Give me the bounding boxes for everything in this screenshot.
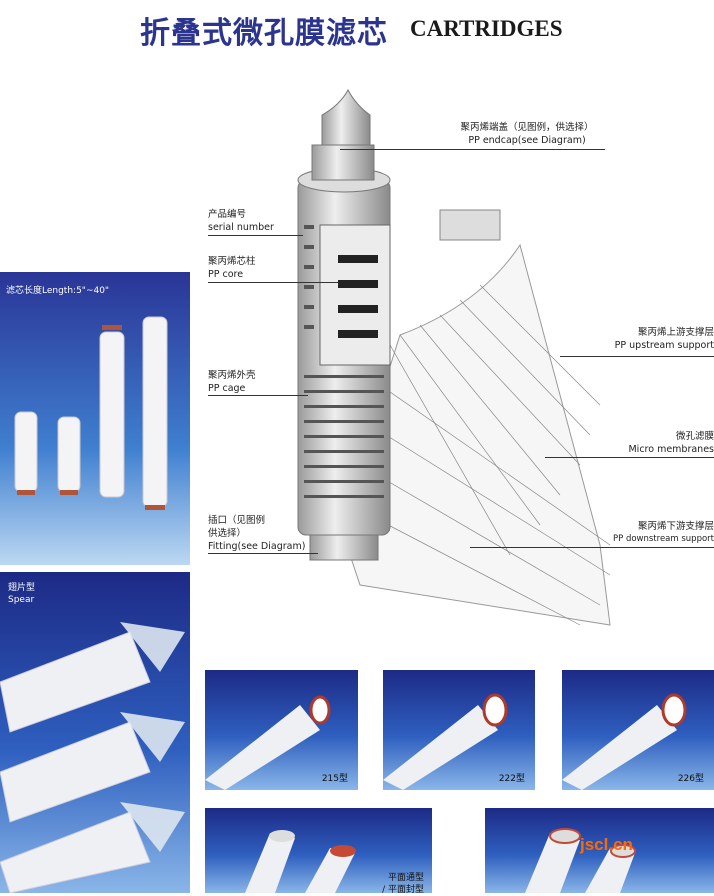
leader-line (208, 553, 318, 554)
leader-line (208, 395, 308, 396)
label-core-en: PP core (208, 269, 244, 280)
cartridge-215-photo (205, 695, 331, 790)
label-downstream-en: PP downstream support (612, 534, 714, 544)
title-english: CARTRIDGES (410, 16, 563, 41)
label-downstream-cn: 聚丙烯下游支撑层 (637, 521, 714, 532)
label-endcap-cn: 聚丙烯端盖（见图例，供选择） (460, 122, 594, 133)
label-serial: 产品编号 serial number (208, 208, 274, 234)
photo-flat: 平面通型 / 平面封型 (205, 808, 432, 896)
photo-double-oring: jscl.cn (485, 808, 714, 893)
length-photo-panel: 滤芯长度Length:5"~40" (0, 272, 190, 565)
label-core-cn: 聚丙烯芯柱 (208, 256, 256, 267)
flat-caption-2: / 平面封型 (382, 885, 424, 895)
label-serial-en: serial number (208, 222, 274, 233)
photo-226: 226型 (562, 670, 714, 790)
label-membrane: 微孔滤膜 Micro membranes (560, 430, 714, 456)
label-fitting-en: Fitting(see Diagram) (208, 541, 306, 552)
label-cage: 聚丙烯外壳 PP cage (208, 369, 256, 395)
label-cage-cn: 聚丙烯外壳 (208, 370, 256, 381)
spear-caption-en: Spear (8, 595, 35, 605)
label-upstream: 聚丙烯上游支撑层 PP upstream support (560, 326, 714, 352)
spear-caption: 翅片型 Spear (8, 582, 35, 606)
caption-226: 226型 (677, 774, 704, 784)
label-fitting-cn1: 插口（见图例 (208, 515, 266, 526)
leader-line (560, 356, 714, 357)
cartridge-226-photo (562, 693, 687, 790)
caption-222: 222型 (498, 774, 525, 784)
watermark: jscl.cn (580, 835, 633, 854)
flat-cartridges-photo (245, 830, 356, 893)
leader-line (208, 282, 338, 283)
leader-line (470, 547, 714, 548)
flat-caption-1: 平面通型 (387, 873, 424, 883)
photo-215: 215型 (205, 670, 358, 790)
label-downstream: 聚丙烯下游支撑层 PP downstream support (560, 520, 714, 546)
label-fitting-cn2: 供选择） (208, 528, 247, 539)
leader-line (545, 457, 714, 458)
label-upstream-cn: 聚丙烯上游支撑层 (637, 327, 714, 338)
cartridge-lengths-photo (14, 316, 168, 510)
caption-215: 215型 (321, 774, 348, 784)
length-caption: 滤芯长度Length:5"~40" (6, 286, 110, 296)
photo-222: 222型 (383, 670, 535, 790)
label-membrane-cn: 微孔滤膜 (675, 431, 714, 442)
label-membrane-en: Micro membranes (628, 444, 714, 455)
title-chinese: 折叠式微孔膜滤芯 (140, 16, 388, 51)
label-endcap: 聚丙烯端盖（见图例，供选择） PP endcap(see Diagram) (452, 121, 602, 147)
leader-line (340, 149, 605, 150)
label-upstream-en: PP upstream support (614, 340, 714, 351)
label-core: 聚丙烯芯柱 PP core (208, 255, 256, 281)
label-endcap-en: PP endcap(see Diagram) (468, 135, 586, 146)
spear-cartridges-photo (0, 622, 185, 893)
leader-line (208, 235, 303, 236)
label-serial-cn: 产品编号 (208, 209, 247, 220)
spear-caption-cn: 翅片型 (8, 583, 36, 593)
spear-photo-panel: 翅片型 Spear (0, 572, 190, 893)
flat-caption: 平面通型 / 平面封型 (382, 872, 424, 896)
cartridge-exploded-diagram (297, 88, 611, 626)
pleats (339, 243, 611, 626)
label-cage-en: PP cage (208, 383, 246, 394)
double-oring-cartridges-photo (525, 828, 636, 893)
cartridge-222-photo (383, 693, 508, 790)
label-fitting: 插口（见图例供选择） Fitting(see Diagram) (208, 514, 305, 553)
